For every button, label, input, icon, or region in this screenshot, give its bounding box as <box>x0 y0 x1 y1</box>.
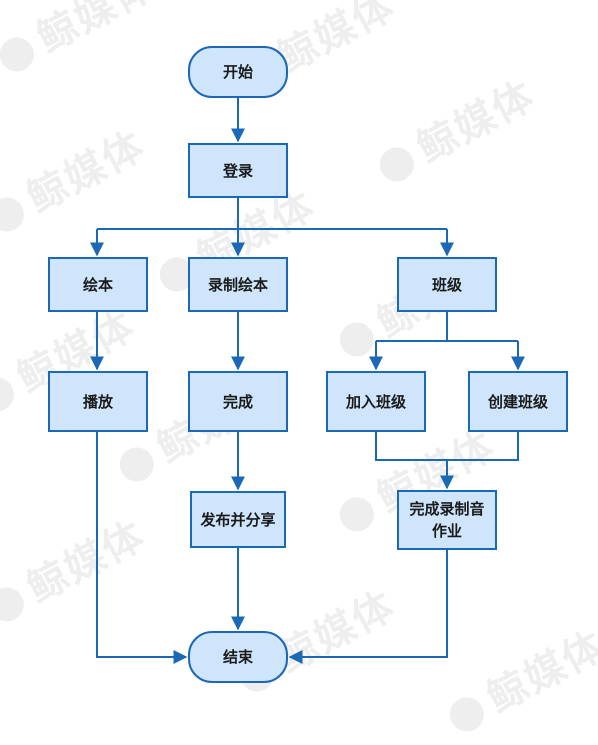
picture-book-label: 绘本 <box>82 275 113 294</box>
class-node: 班级 <box>397 257 497 312</box>
picture-book-node: 绘本 <box>48 257 148 312</box>
end-node: 结束 <box>188 631 288 683</box>
join-class-label: 加入班级 <box>345 392 406 411</box>
end-label: 结束 <box>222 648 253 666</box>
done-node: 完成 <box>188 371 288 432</box>
create-class-label: 创建班级 <box>487 392 548 411</box>
publish-node: 发布并分享 <box>190 491 286 548</box>
login-node: 登录 <box>188 143 288 198</box>
record-book-label: 录制绘本 <box>207 275 268 294</box>
branch-class <box>376 312 518 342</box>
branch-login <box>97 198 447 230</box>
class-label: 班级 <box>431 275 462 294</box>
record-book-node: 录制绘本 <box>188 257 288 312</box>
login-label: 登录 <box>222 161 253 180</box>
publish-label: 发布并分享 <box>200 510 276 529</box>
join-class-node: 加入班级 <box>326 371 426 432</box>
homework-node: 完成录制音作业 <box>397 490 497 550</box>
start-label: 开始 <box>222 63 253 81</box>
arrow-play-end <box>96 432 188 664</box>
homework-label: 完成录制音作业 <box>409 500 485 540</box>
flowchart-connectors <box>90 98 525 664</box>
arrow-homework-end <box>288 550 448 664</box>
create-class-node: 创建班级 <box>468 371 568 432</box>
play-node: 播放 <box>48 371 148 432</box>
play-label: 播放 <box>82 392 113 411</box>
start-node: 开始 <box>188 46 288 98</box>
done-label: 完成 <box>222 392 253 411</box>
